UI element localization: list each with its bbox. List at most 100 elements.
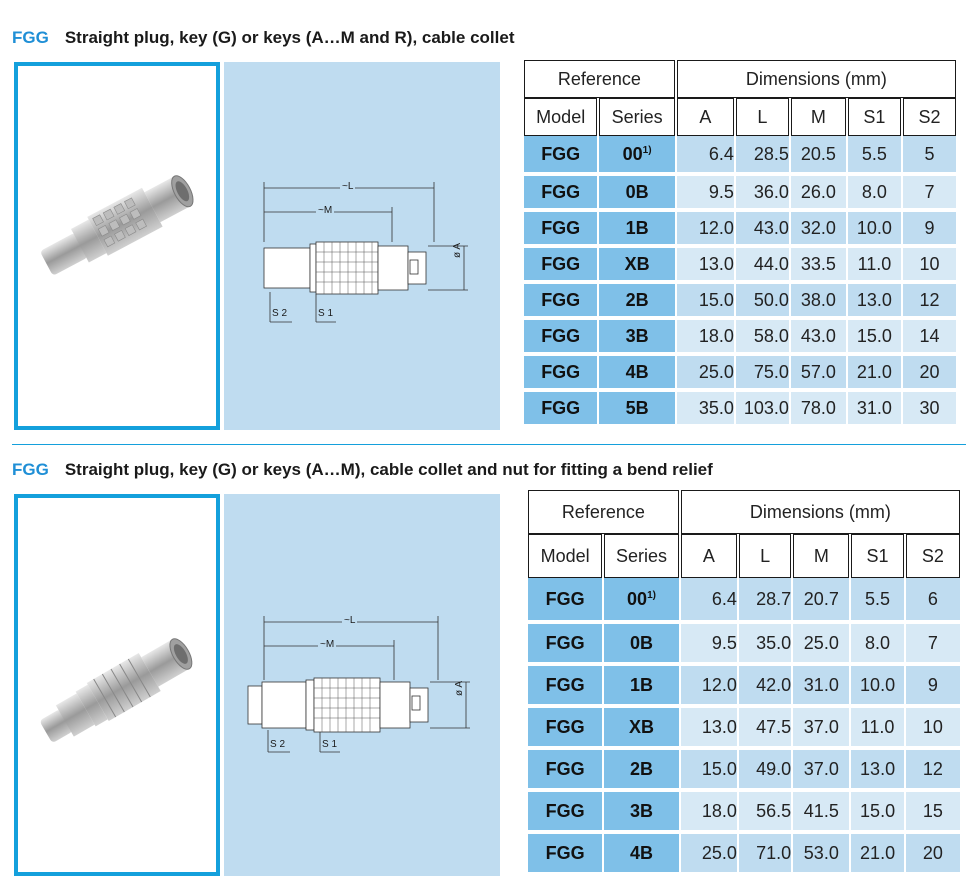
col-header-series: Series (604, 534, 679, 578)
cell-m: 32.0 (790, 208, 846, 244)
cell-series: 2B (599, 280, 675, 316)
section-2-product-photo (14, 494, 220, 876)
dim-a-label: ø A (454, 680, 465, 696)
cell-model: FGG (524, 136, 598, 172)
cell-model: FGG (528, 830, 603, 872)
col-header-a: A (680, 534, 737, 578)
cell-l: 49.0 (738, 746, 792, 788)
cell-l: 75.0 (735, 352, 789, 388)
cell-l: 47.5 (738, 704, 792, 746)
col-header-l: L (735, 98, 789, 136)
cell-s2: 15 (905, 788, 960, 830)
cell-a: 6.4 (676, 136, 734, 172)
cell-m: 78.0 (790, 388, 846, 424)
col-header-s1: S1 (847, 98, 901, 136)
cell-a: 9.5 (676, 172, 734, 208)
section-1-code: FGG (12, 28, 49, 47)
cell-model: FGG (528, 704, 603, 746)
cell-m: 33.5 (790, 244, 846, 280)
cell-s1: 10.0 (847, 208, 901, 244)
col-header-model: Model (524, 98, 598, 136)
col-header-series: Series (599, 98, 675, 136)
cell-m: 37.0 (793, 746, 850, 788)
cell-m: 37.0 (793, 704, 850, 746)
cell-series: 4B (604, 830, 679, 872)
cell-l: 56.5 (738, 788, 792, 830)
cell-s1: 5.5 (847, 136, 901, 172)
cell-s2: 14 (902, 316, 956, 352)
cell-s2: 12 (905, 746, 960, 788)
cell-a: 18.0 (680, 788, 737, 830)
cell-a: 25.0 (676, 352, 734, 388)
reference-group-header: Reference (524, 60, 675, 98)
cell-m: 25.0 (793, 620, 850, 662)
cell-s2: 9 (905, 662, 960, 704)
cell-a: 13.0 (676, 244, 734, 280)
cell-m: 41.5 (793, 788, 850, 830)
cell-model: FGG (528, 662, 603, 704)
cell-l: 28.5 (735, 136, 789, 172)
cell-series: 0B (599, 172, 675, 208)
cell-m: 20.7 (793, 578, 850, 620)
cell-a: 15.0 (680, 746, 737, 788)
section-2-heading: Straight plug, key (G) or keys (A…M), ca… (64, 460, 713, 479)
section-1-dimensions-table: Reference Dimensions (mm) Model Series A… (522, 60, 958, 424)
cell-l: 71.0 (738, 830, 792, 872)
cell-series: 0B (604, 620, 679, 662)
cell-s1: 10.0 (851, 662, 904, 704)
cell-model: FGG (524, 316, 598, 352)
cell-s2: 7 (902, 172, 956, 208)
cell-a: 25.0 (680, 830, 737, 872)
cell-a: 6.4 (680, 578, 737, 620)
cell-s2: 30 (902, 388, 956, 424)
cell-l: 44.0 (735, 244, 789, 280)
cell-series: XB (604, 704, 679, 746)
col-header-s2: S2 (902, 98, 956, 136)
cell-l: 103.0 (735, 388, 789, 424)
cell-l: 43.0 (735, 208, 789, 244)
section-1-product-photo (14, 62, 220, 430)
dim-m-label: ~M (318, 639, 337, 650)
col-header-s2: S2 (905, 534, 960, 578)
reference-group-header: Reference (528, 490, 679, 534)
cell-series: 3B (604, 788, 679, 830)
cell-s2: 20 (902, 352, 956, 388)
dimensions-group-header: Dimensions (mm) (676, 60, 956, 98)
cell-l: 36.0 (735, 172, 789, 208)
cell-model: FGG (528, 620, 603, 662)
cell-model: FGG (524, 172, 598, 208)
cell-model: FGG (524, 388, 598, 424)
col-header-s1: S1 (851, 534, 904, 578)
cell-l: 58.0 (735, 316, 789, 352)
footnote-mark: 1) (647, 589, 656, 601)
cell-m: 20.5 (790, 136, 846, 172)
cell-s2: 6 (905, 578, 960, 620)
cell-a: 12.0 (676, 208, 734, 244)
cell-a: 9.5 (680, 620, 737, 662)
dim-s1-label: S 1 (322, 739, 338, 750)
cell-s1: 5.5 (851, 578, 904, 620)
cell-s1: 8.0 (851, 620, 904, 662)
section-1-technical-drawing: ~L ~M ø A S 2 S 1 (224, 62, 500, 430)
cell-a: 35.0 (676, 388, 734, 424)
cell-s1: 15.0 (851, 788, 904, 830)
cell-model: FGG (524, 352, 598, 388)
cell-s1: 21.0 (847, 352, 901, 388)
cell-s1: 8.0 (847, 172, 901, 208)
cell-a: 18.0 (676, 316, 734, 352)
